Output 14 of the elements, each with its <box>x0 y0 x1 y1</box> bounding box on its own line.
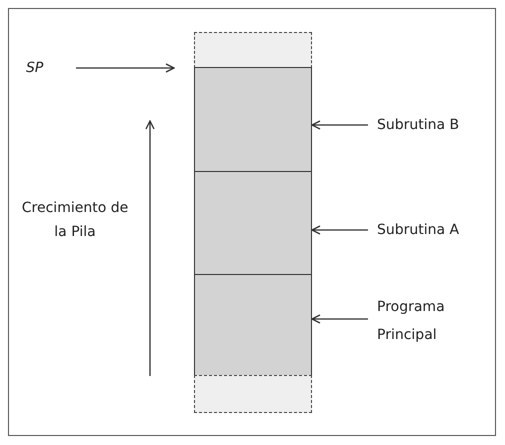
free-stack-slot <box>194 32 312 68</box>
arrow <box>311 120 368 130</box>
block-label: Subrutina B <box>377 116 460 135</box>
free-stack-slot <box>194 375 312 413</box>
stack-frame-block <box>194 67 312 172</box>
pointer-label: SP <box>26 59 44 78</box>
arrow <box>76 63 175 73</box>
stack-frame-block <box>194 274 312 376</box>
stack-frame-block <box>194 171 312 275</box>
arrow <box>311 314 368 324</box>
block-label: Programa Principal <box>377 298 446 345</box>
block-label: Subrutina A <box>377 221 460 240</box>
axis-label: Crecimiento de la Pila <box>20 199 130 242</box>
arrow <box>311 225 368 235</box>
